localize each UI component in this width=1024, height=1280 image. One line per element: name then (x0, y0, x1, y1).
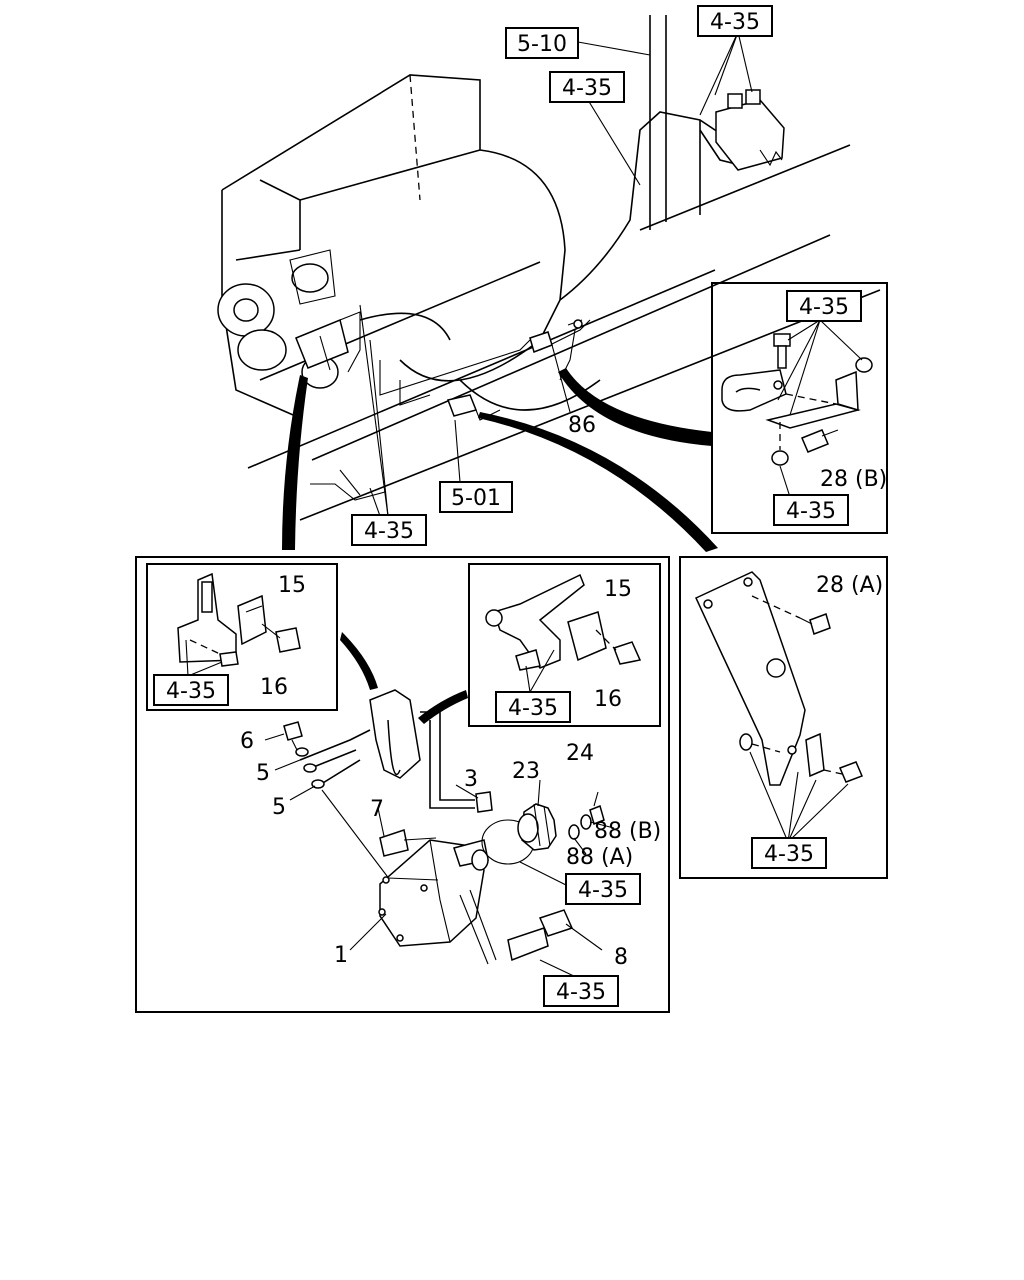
part-88a-label: 88 (A) (566, 845, 633, 870)
part-86-label: 86 (568, 413, 596, 438)
upper-leader-lines (359, 31, 753, 517)
ref-5-01: 5-01 (439, 481, 513, 513)
part-28a-label: 28 (A) (816, 573, 883, 598)
ref-4-35-detail-a-bottom: 4-35 (773, 494, 849, 526)
part-8-label: 8 (614, 945, 628, 970)
ref-5-01-text: 5-01 (451, 486, 501, 511)
ref-4-35-detail-e-text: 4-35 (764, 842, 814, 867)
part-6-label: 6 (240, 729, 254, 754)
part-88b-label: 88 (B) (594, 819, 661, 844)
ref-5-10: 5-10 (505, 27, 579, 59)
ref-4-35-oring: 4-35 (565, 873, 641, 905)
ref-4-35-detail-b-text: 4-35 (166, 679, 216, 704)
bracket-detail-panel (679, 556, 888, 879)
ref-4-35-mid: 4-35 (351, 514, 427, 546)
part-number-labels: 86 28 (B) 28 (A) 15 16 15 16 6 5 5 3 23 … (240, 413, 887, 970)
part-15-right-label: 15 (604, 577, 632, 602)
ref-5-10-text: 5-10 (517, 32, 567, 57)
ref-4-35-top-text: 4-35 (710, 10, 760, 35)
part-1-label: 1 (334, 943, 348, 968)
part-16-left-label: 16 (260, 675, 288, 700)
ref-4-35-detail-a-top: 4-35 (786, 290, 862, 322)
part-5-lower-label: 5 (272, 795, 286, 820)
callout-arcs (282, 368, 718, 724)
part-24-label: 24 (566, 741, 594, 766)
engine-assembly-view (217, 15, 881, 521)
ref-4-35-detail-a-top-text: 4-35 (799, 295, 849, 320)
ref-4-35-mid-text: 4-35 (364, 519, 414, 544)
ref-4-35-oring-text: 4-35 (578, 878, 628, 903)
clamp-detail-panel (711, 282, 888, 534)
part-28b-label: 28 (B) (820, 467, 887, 492)
ref-4-35-detail-c-text: 4-35 (508, 696, 558, 721)
reference-boxes: 5-10 4-35 4-35 5-01 4-35 4-35 4-35 4-35 (153, 5, 862, 1007)
part-3-label: 3 (464, 767, 478, 792)
part-16-right-label: 16 (594, 687, 622, 712)
part-15-left-label: 15 (278, 573, 306, 598)
ref-4-35-detail-c: 4-35 (495, 691, 571, 723)
ref-4-35-bottom: 4-35 (543, 975, 619, 1007)
part-23-label: 23 (512, 759, 540, 784)
ref-4-35-bottom-text: 4-35 (556, 980, 606, 1005)
ref-4-35-upper-text: 4-35 (562, 76, 612, 101)
ref-4-35-upper: 4-35 (549, 71, 625, 103)
ref-4-35-detail-a-bottom-text: 4-35 (786, 499, 836, 524)
ref-4-35-top: 4-35 (697, 5, 773, 37)
pump-exploded-panel (135, 556, 670, 1013)
ref-4-35-detail-e: 4-35 (751, 837, 827, 869)
part-5-upper-label: 5 (256, 761, 270, 786)
ref-4-35-detail-b: 4-35 (153, 674, 229, 706)
part-7-label: 7 (370, 797, 384, 822)
